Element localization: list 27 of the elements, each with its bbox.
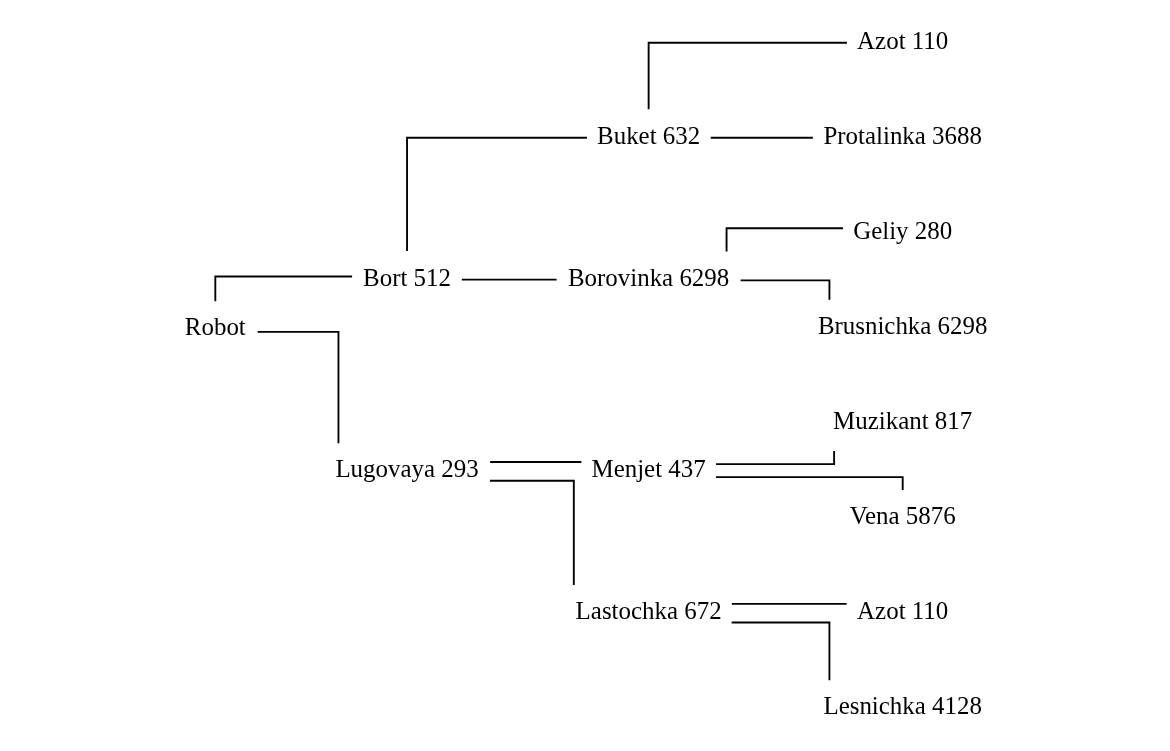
node-text: Menjet 437	[591, 455, 706, 483]
connector	[730, 621, 830, 682]
node-text: Protalinka 3688	[822, 121, 982, 149]
node-text: Bort 512	[362, 263, 451, 291]
connector	[709, 136, 814, 139]
connector	[488, 479, 575, 587]
node-text: Azot 110	[856, 597, 948, 625]
node-text: Borovinka 6298	[567, 263, 729, 291]
node-text: Vena 5876	[849, 502, 956, 530]
connector	[460, 278, 558, 281]
node-text: Muzikant 817	[832, 406, 972, 434]
connector	[256, 330, 339, 445]
connector	[647, 41, 848, 111]
connector	[213, 275, 353, 303]
node-text: Buket 632	[596, 121, 700, 149]
connector	[730, 602, 848, 605]
node-text: Lastochka 672	[575, 597, 722, 625]
connector	[725, 227, 844, 253]
node-text: Robot	[184, 313, 246, 341]
node-text: Lugovaya 293	[334, 455, 479, 483]
connector	[739, 279, 830, 301]
node-text: Brusnichka 6298	[817, 311, 987, 339]
connector	[488, 461, 582, 463]
connector	[405, 136, 588, 252]
node-text: Lesnichka 4128	[822, 692, 982, 720]
node-text: Azot 110	[856, 26, 948, 54]
node-text: Geliy 280	[852, 216, 952, 244]
